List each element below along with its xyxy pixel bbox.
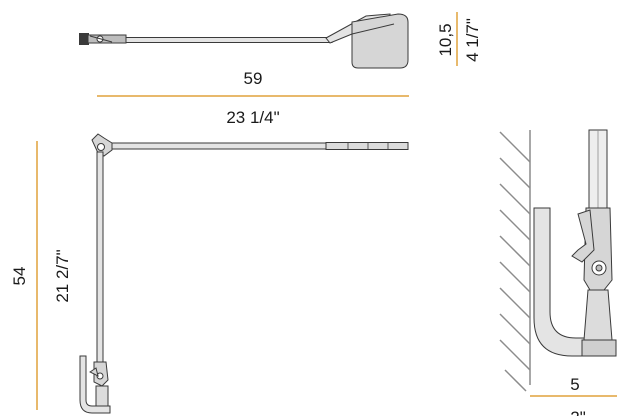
top-view-head-dimension: 10,5 4 1/7": [436, 12, 482, 66]
wall-depth-dimension: 5 2": [530, 375, 617, 416]
top-length-in: 23 1/4": [226, 108, 279, 127]
head-dim-cm: 10,5: [436, 23, 455, 56]
wall-depth-cm: 5: [570, 375, 579, 394]
top-head-shade: [351, 13, 409, 69]
top-arm: [125, 37, 333, 43]
top-head-edge: [351, 23, 395, 35]
side-height-cm: 54: [10, 267, 29, 286]
top-view: [79, 13, 409, 69]
wall-hatching: [499, 131, 531, 392]
side-head: [325, 142, 409, 150]
side-view-height-dimension: 54 21 2/7": [10, 141, 72, 410]
side-bottom-lever: [89, 367, 99, 377]
wall-joint-lever: [571, 209, 595, 263]
side-view: [79, 133, 409, 414]
top-clamp-block: [79, 33, 89, 45]
top-length-cm: 59: [244, 69, 263, 88]
side-base-block: [95, 385, 109, 407]
side-vertical-arm: [96, 151, 104, 363]
top-view-length-dimension: 59 23 1/4": [97, 69, 409, 127]
side-height-in: 21 2/7": [53, 249, 72, 302]
wall-detail-view: [499, 129, 617, 392]
head-dim-in: 4 1/7": [463, 18, 482, 62]
side-arm: [107, 142, 329, 150]
wall-joint-knob-inner: [595, 264, 603, 272]
wall-depth-in: 2": [570, 408, 586, 416]
top-clamp-body: [87, 34, 127, 44]
side-wall-bracket: [79, 355, 111, 414]
side-top-pivot: [97, 143, 105, 151]
top-clamp-detail: [89, 35, 113, 43]
wall-lower-block: [583, 289, 613, 341]
wall-foot: [581, 339, 617, 357]
